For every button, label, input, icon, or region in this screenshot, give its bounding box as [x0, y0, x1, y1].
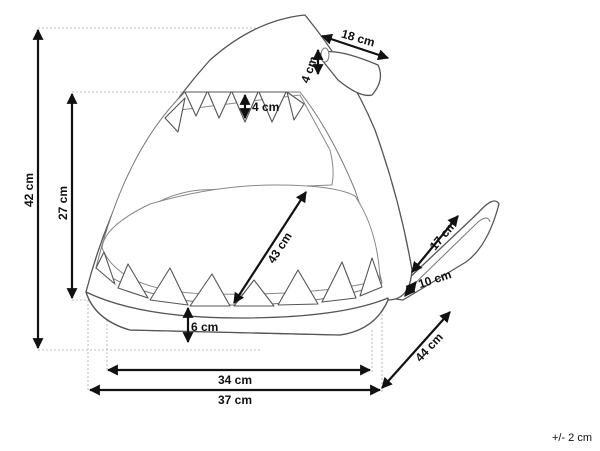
tail-width-arrow	[404, 281, 417, 297]
base-height-label: 6 cm	[191, 320, 218, 334]
opening-diagonal-arrow	[233, 191, 307, 304]
shark-bed-illustration	[85, 14, 500, 336]
base-rim	[85, 291, 389, 336]
height-total-label: 42 cm	[22, 173, 36, 207]
fin-length-label: 18 cm	[340, 27, 377, 50]
tolerance-note: +/- 2 cm	[552, 432, 592, 444]
dimension-arrows	[32, 28, 459, 396]
inner-width-label: 34 cm	[218, 373, 252, 387]
height-opening-label: 27 cm	[56, 186, 70, 220]
fin-length-arrow	[320, 33, 390, 61]
depth-arrow	[381, 311, 451, 389]
tooth-height-label: 4 cm	[252, 100, 279, 114]
outer-width-label: 37 cm	[218, 393, 252, 407]
tail-length-arrow	[411, 215, 459, 273]
